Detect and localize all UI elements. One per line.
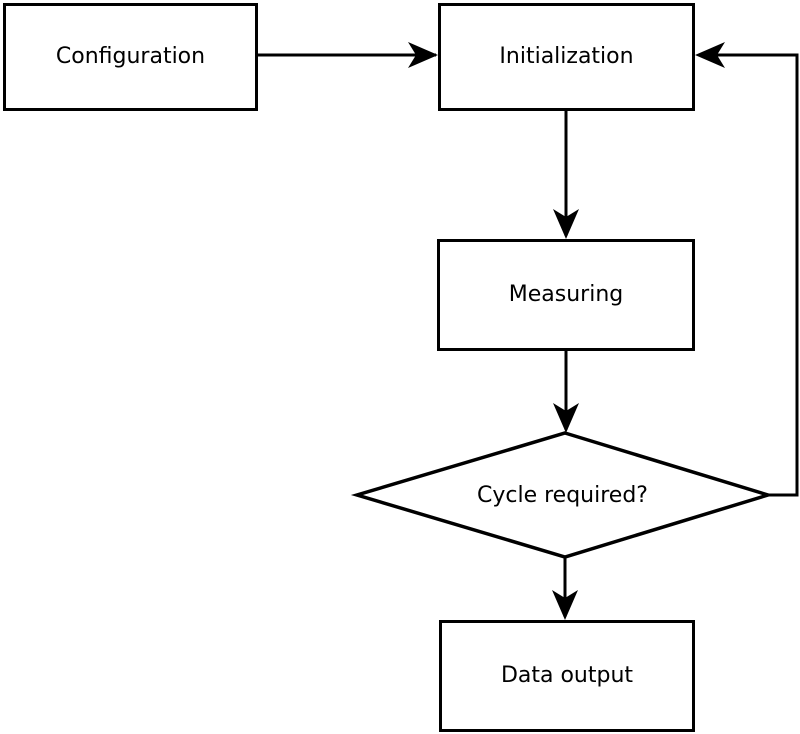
node-data-output-label: Data output: [500, 662, 634, 688]
arrowhead-into-initialization-right-icon: [695, 42, 725, 68]
node-configuration: Configuration: [3, 3, 258, 111]
node-measuring-label: Measuring: [508, 281, 624, 307]
arrowhead-into-decision-icon: [553, 403, 579, 433]
node-initialization: Initialization: [438, 3, 695, 111]
arrowhead-into-data-output-icon: [552, 590, 578, 620]
decision-diamond-shape: [350, 431, 774, 559]
arrowhead-into-initialization-left-icon: [408, 42, 438, 68]
edge-decision-to-initialization-feedback: [699, 53, 799, 497]
node-data-output: Data output: [439, 620, 695, 732]
arrowhead-into-measuring-icon: [553, 209, 579, 239]
node-initialization-label: Initialization: [499, 43, 634, 69]
node-configuration-label: Configuration: [55, 43, 206, 69]
node-measuring: Measuring: [437, 239, 695, 351]
